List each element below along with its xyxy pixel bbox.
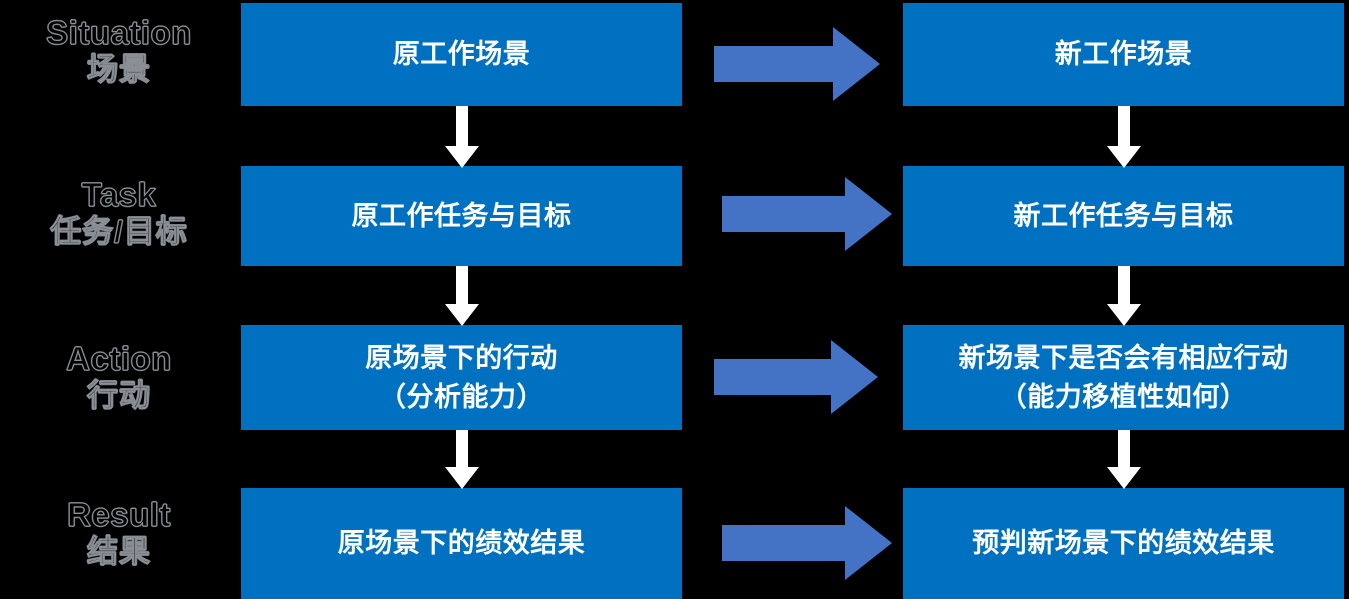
box-line: 新工作场景 <box>1054 39 1193 70</box>
down-arrow-icon-original-3 <box>445 430 479 489</box>
down-arrow-icon-new-2 <box>1107 266 1141 326</box>
down-arrow-icon-new-3 <box>1107 430 1141 489</box>
stage-label-zh: 任务/目标 <box>50 213 188 249</box>
process-box-new-result[interactable]: 预判新场景下的绩效结果 <box>903 488 1344 599</box>
process-box-new-action[interactable]: 新场景下是否会有相应行动 （能力移植性如何） <box>903 325 1344 430</box>
box-line: 新工作任务与目标 <box>1013 200 1234 231</box>
stage-label-en: Task <box>81 176 157 214</box>
down-arrow-icon-original-2 <box>445 266 479 326</box>
box-line: （分析能力） <box>379 381 544 412</box>
stage-label-task: Task 任务/目标 <box>0 176 238 250</box>
box-line: 原场景下的绩效结果 <box>337 528 586 559</box>
right-arrow-icon-situation <box>714 27 880 101</box>
box-line: 预判新场景下的绩效结果 <box>972 528 1275 559</box>
process-box-original-result[interactable]: 原场景下的绩效结果 <box>241 488 682 599</box>
right-arrow-icon-action <box>714 340 878 414</box>
stage-label-zh: 行动 <box>87 377 151 413</box>
stage-label-result: Result 结果 <box>0 496 238 570</box>
process-box-original-task[interactable]: 原工作任务与目标 <box>241 166 682 266</box>
stage-label-zh: 结果 <box>87 533 151 569</box>
right-arrow-icon-task <box>722 177 892 251</box>
box-line: 原场景下的行动 <box>365 343 558 374</box>
process-box-original-situation[interactable]: 原工作场景 <box>241 3 682 106</box>
stage-label-situation: Situation 场景 <box>0 14 238 88</box>
process-box-new-task[interactable]: 新工作任务与目标 <box>903 166 1344 266</box>
box-line: 原工作任务与目标 <box>351 200 572 231</box>
right-arrow-icon-result <box>722 506 892 580</box>
stage-label-en: Action <box>66 340 172 378</box>
box-line: 新场景下是否会有相应行动 <box>958 343 1289 374</box>
box-line: 原工作场景 <box>392 39 531 70</box>
stage-label-en: Situation <box>46 14 192 52</box>
down-arrow-icon-new-1 <box>1107 106 1141 168</box>
stage-label-en: Result <box>67 496 171 534</box>
down-arrow-icon-original-1 <box>445 106 479 168</box>
process-box-original-action[interactable]: 原场景下的行动 （分析能力） <box>241 325 682 430</box>
stage-label-zh: 场景 <box>87 51 151 87</box>
box-line: （能力移植性如何） <box>999 381 1248 412</box>
stage-label-action: Action 行动 <box>0 340 238 414</box>
process-box-new-situation[interactable]: 新工作场景 <box>903 3 1344 106</box>
